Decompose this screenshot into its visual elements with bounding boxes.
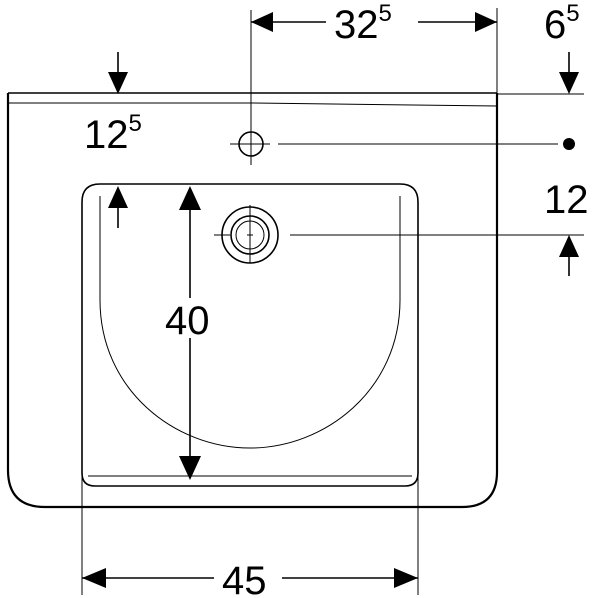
arrow-left-bowl-width: [82, 568, 106, 588]
arrow-down-bowl-depth: [179, 456, 201, 480]
arrow-down-rim-height: [559, 72, 579, 94]
label-tap-from-back: 125: [84, 110, 142, 157]
label-bg-tap-offset: [326, 4, 418, 40]
bowl-outer-rim: [81, 183, 419, 487]
label-rim-height: 65: [544, 0, 580, 47]
tap-hole: [230, 10, 575, 165]
dim-tap-offset: 325: [251, 0, 498, 93]
arrow-up-overflow-offset: [559, 235, 579, 257]
label-bowl-width: 45: [222, 559, 267, 598]
basin-top-rim-taper: [8, 102, 498, 107]
arrow-down-tap-from-back: [108, 72, 128, 94]
arrow-up-bowl-depth: [179, 186, 201, 210]
label-overflow-offset: 12: [544, 178, 589, 222]
bowl: [81, 183, 419, 487]
dim-rim-height: 65: [497, 0, 584, 95]
arrow-up-bowl-left-tick: [108, 186, 128, 208]
arrow-right-tap-offset: [475, 12, 497, 32]
label-bowl-depth: 40: [165, 299, 210, 343]
bowl-inner-curve: [99, 196, 401, 449]
label-tap-offset: 325: [334, 0, 392, 47]
dim-overflow-offset: 12: [544, 178, 589, 276]
basin-outer-edge: [6, 93, 499, 509]
tap-hole-marker-dot: [563, 138, 575, 150]
basin-outline: [6, 92, 499, 509]
dim-bowl-depth: 40: [108, 186, 218, 480]
arrow-right-bowl-width: [394, 568, 418, 588]
label-bg-bowl-width: [214, 558, 282, 596]
dim-tap-from-back: 125: [84, 52, 142, 157]
dim-bowl-width: 45: [81, 463, 419, 598]
arrow-left-tap-offset: [251, 12, 273, 32]
label-bg-bowl-depth: [164, 298, 218, 338]
overflow-hole: [214, 205, 584, 264]
